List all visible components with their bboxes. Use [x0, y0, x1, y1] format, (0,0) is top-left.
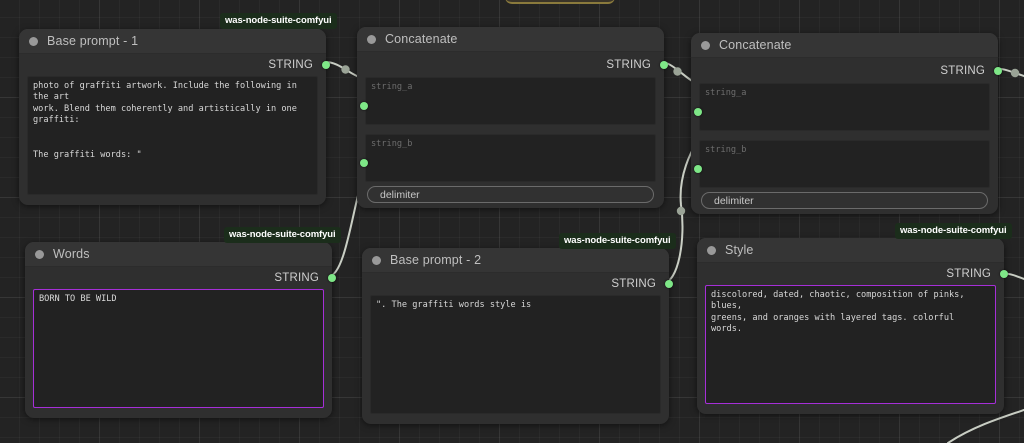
wire-midpoint-dot-4 [1010, 68, 1020, 78]
wire-bottom-right-crossing [947, 409, 1024, 443]
collapse-dot-icon[interactable] [29, 36, 38, 46]
collapse-dot-icon[interactable] [701, 40, 710, 50]
collapse-dot-icon[interactable] [372, 255, 381, 265]
output-port-string[interactable] [660, 61, 668, 69]
node-title-words: Words [53, 247, 90, 261]
textarea-string-b[interactable]: string_b [365, 134, 656, 182]
output-slot-row-concatenate-1: STRING [357, 52, 668, 77]
suite-badge-words: was-node-suite-comfyui [224, 227, 341, 243]
output-port-string[interactable] [1000, 270, 1008, 278]
node-base-prompt-2[interactable]: Base prompt - 2 STRING ". The graffiti w… [362, 248, 673, 424]
node-body-base-prompt-2: STRING ". The graffiti words style is [362, 273, 673, 424]
wire-midpoint-dot-1 [341, 65, 350, 74]
output-slot-label-string: STRING [606, 58, 651, 71]
input-port-string-b[interactable] [360, 159, 368, 167]
wire-midpoint-dot-2 [673, 67, 682, 76]
clipped-offscreen-node[interactable] [505, 0, 615, 4]
wire-midpoint-dot-3 [676, 206, 686, 216]
textarea-string-b[interactable]: string_b [699, 140, 990, 188]
suite-badge-base-prompt-1: was-node-suite-comfyui [220, 13, 337, 29]
node-title-bar-base-prompt-2[interactable]: Base prompt - 2 [362, 248, 669, 273]
node-style[interactable]: Style STRING discolored, dated, chaotic,… [697, 238, 1008, 414]
input-port-string-a[interactable] [360, 102, 368, 110]
output-slot-row-style: STRING [697, 263, 1008, 285]
node-body-words: STRING BORN TO BE WILD [25, 267, 336, 418]
collapse-dot-icon[interactable] [35, 249, 44, 259]
output-port-string[interactable] [665, 280, 673, 288]
output-slot-row-base-prompt-2: STRING [362, 273, 673, 295]
textarea-string-a[interactable]: string_a [699, 83, 990, 131]
node-title-bar-words[interactable]: Words [25, 242, 332, 267]
output-slot-label-string: STRING [611, 278, 656, 290]
output-slot-row-concatenate-2: STRING [691, 58, 1002, 83]
node-title-concatenate-1: Concatenate [385, 32, 458, 46]
node-body-style: STRING discolored, dated, chaotic, compo… [697, 263, 1008, 414]
input-port-string-a[interactable] [694, 108, 702, 116]
node-title-base-prompt-2: Base prompt - 2 [390, 253, 482, 267]
output-port-string[interactable] [328, 274, 336, 282]
suite-badge-style: was-node-suite-comfyui [895, 223, 1012, 239]
collapse-dot-icon[interactable] [367, 34, 376, 44]
output-slot-row-base-prompt-1: STRING [19, 54, 330, 76]
node-title-bar-concatenate-2[interactable]: Concatenate [691, 33, 998, 58]
node-title-style: Style [725, 243, 754, 257]
node-body-base-prompt-1: STRING photo of graffiti artwork. Includ… [19, 54, 330, 205]
collapse-dot-icon[interactable] [707, 245, 716, 255]
textarea-string-a[interactable]: string_a [365, 77, 656, 125]
output-slot-label-string: STRING [946, 268, 991, 280]
output-port-string[interactable] [994, 67, 1002, 75]
textarea-style[interactable]: discolored, dated, chaotic, composition … [705, 285, 996, 404]
node-concatenate-2[interactable]: Concatenate STRING string_a string_b del… [691, 33, 1002, 214]
suite-badge-base-prompt-2: was-node-suite-comfyui [559, 233, 676, 249]
delimiter-combo-label: delimiter [380, 188, 420, 201]
delimiter-combo-widget[interactable]: delimiter [701, 192, 988, 209]
delimiter-combo-widget[interactable]: delimiter [367, 186, 654, 203]
node-body-concatenate-2: STRING string_a string_b delimiter [691, 58, 1002, 214]
output-slot-label-string: STRING [940, 64, 985, 77]
output-port-string[interactable] [322, 61, 330, 69]
output-slot-row-words: STRING [25, 267, 336, 289]
node-base-prompt-1[interactable]: Base prompt - 1 STRING photo of graffiti… [19, 29, 330, 205]
output-slot-label-string: STRING [274, 272, 319, 284]
node-body-concatenate-1: STRING string_a string_b delimiter [357, 52, 668, 208]
delimiter-combo-label: delimiter [714, 194, 754, 207]
input-port-string-b[interactable] [694, 165, 702, 173]
textarea-words[interactable]: BORN TO BE WILD [33, 289, 324, 408]
node-title-bar-style[interactable]: Style [697, 238, 1004, 263]
node-title-base-prompt-1: Base prompt - 1 [47, 34, 139, 48]
textarea-base-prompt-1[interactable]: photo of graffiti artwork. Include the f… [27, 76, 318, 195]
node-title-concatenate-2: Concatenate [719, 38, 792, 52]
textarea-base-prompt-2[interactable]: ". The graffiti words style is [370, 295, 661, 414]
node-title-bar-base-prompt-1[interactable]: Base prompt - 1 [19, 29, 326, 54]
output-slot-label-string: STRING [268, 59, 313, 71]
node-concatenate-1[interactable]: Concatenate STRING string_a string_b del… [357, 27, 668, 208]
node-words[interactable]: Words STRING BORN TO BE WILD [25, 242, 336, 418]
node-title-bar-concatenate-1[interactable]: Concatenate [357, 27, 664, 52]
